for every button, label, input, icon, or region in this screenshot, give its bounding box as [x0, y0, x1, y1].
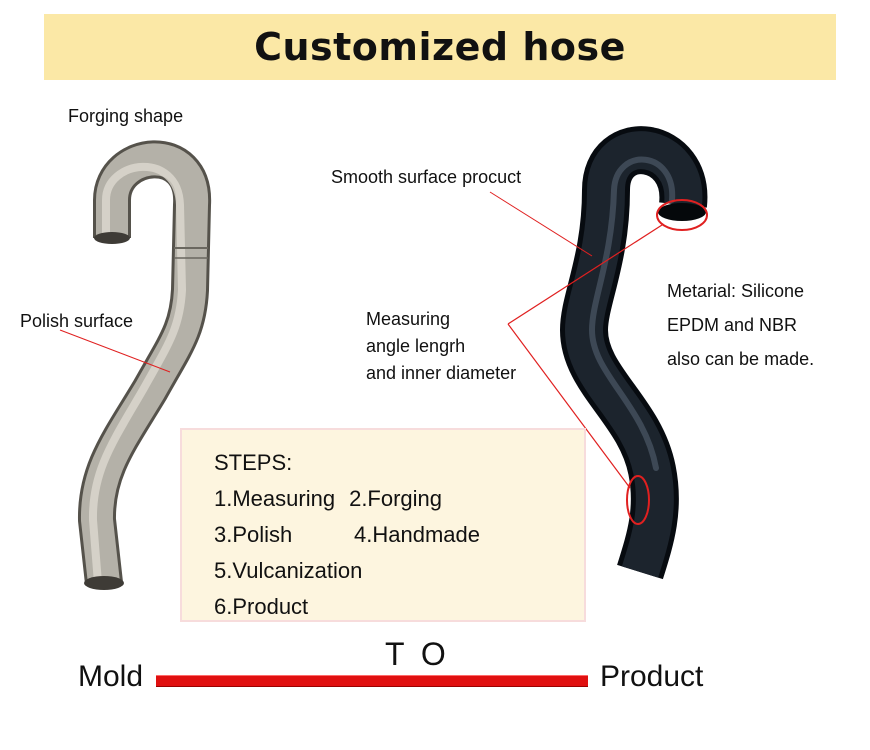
mold-to-product-bar: [156, 675, 588, 687]
metal-pipe-image: [78, 140, 212, 590]
annotation-lines: [59, 191, 708, 525]
measuring-line-3: and inner diameter: [366, 363, 517, 383]
measuring-note: Measuring angle lengrh and inner diamete…: [366, 306, 516, 387]
material-line-3: also can be made.: [667, 349, 815, 369]
material-note: Metarial: Silicone EPDM and NBR also can…: [667, 274, 814, 376]
step-measuring: 1.Measuring: [214, 486, 336, 511]
step-forging: 2.Forging: [349, 486, 443, 511]
step-product: 6.Product: [214, 594, 309, 619]
forging-shape-label: Forging shape: [68, 106, 184, 126]
polish-surface-label: Polish surface: [20, 311, 134, 331]
page-title: Customized hose: [254, 25, 626, 69]
title-banner: Customized hose: [44, 14, 836, 80]
step-vulcanization: 5.Vulcanization: [214, 558, 363, 583]
smooth-surface-label: Smooth surface procuct: [331, 167, 522, 187]
mold-label: Mold: [78, 660, 144, 693]
measuring-line-2: angle lengrh: [366, 336, 466, 356]
to-label: T O: [385, 636, 450, 672]
product-label: Product: [600, 660, 704, 693]
steps-row: 6.Product: [214, 594, 584, 630]
steps-row: 1.Measuring 2.Forging: [214, 486, 584, 522]
material-line-1: Metarial: Silicone: [667, 281, 805, 301]
steps-box: STEPS: 1.Measuring 2.Forging 3.Polish 4.…: [180, 428, 586, 622]
steps-row: 3.Polish 4.Handmade: [214, 522, 584, 558]
material-line-2: EPDM and NBR: [667, 315, 798, 335]
step-handmade: 4.Handmade: [354, 522, 480, 547]
rubber-hose-image: [560, 126, 708, 580]
step-polish: 3.Polish: [214, 522, 293, 547]
steps-row: 5.Vulcanization: [214, 558, 584, 594]
steps-title: STEPS:: [214, 450, 293, 475]
measuring-line-1: Measuring: [366, 309, 451, 329]
